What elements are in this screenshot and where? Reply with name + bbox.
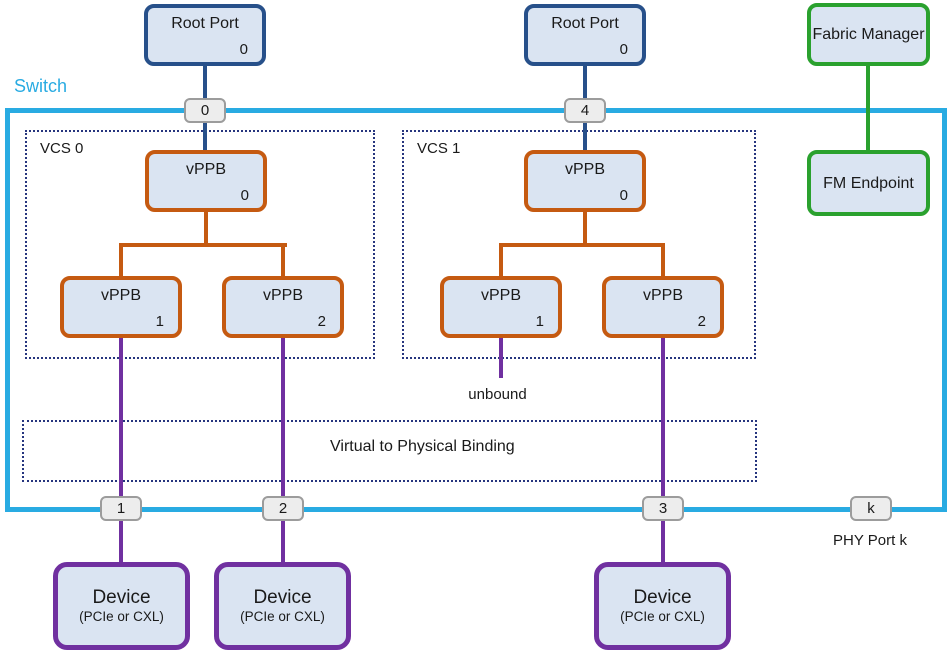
vppb-title: vPPB	[100, 287, 141, 304]
binding-link-unbound	[499, 336, 503, 378]
port-badge-bottom-1: 1	[100, 496, 142, 521]
vppb-tree-stub-vcs1	[583, 210, 587, 247]
device-subtitle: (PCIe or CXL)	[240, 609, 325, 624]
binding-link-port1	[119, 336, 123, 562]
vppb-box-vcs1-0: vPPB 0	[524, 150, 646, 212]
switch-label: Switch	[14, 76, 68, 96]
fabric-manager-label: Fabric Manager	[812, 26, 925, 43]
vcs-0-label: VCS 0	[40, 140, 84, 157]
vppb-box-vcs1-2: vPPB 2	[602, 276, 724, 338]
fm-endpoint-label: FM Endpoint	[823, 174, 914, 192]
vppb-number: 1	[535, 313, 544, 330]
port-badge-bottom-k: k	[850, 496, 892, 521]
vppb-tree-horizontal-vcs1	[499, 243, 665, 247]
vppb-tree-right-vcs1	[661, 243, 665, 278]
port-badge-bottom-3: 3	[642, 496, 684, 521]
port-badge-bottom-2: 2	[262, 496, 304, 521]
fabric-manager-box: Fabric Manager	[807, 3, 930, 66]
vppb-number: 1	[155, 313, 164, 330]
device-box-2: Device (PCIe or CXL)	[214, 562, 351, 650]
device-title: Device	[92, 587, 151, 608]
binding-region-label: Virtual to Physical Binding	[330, 438, 515, 455]
vcs-1-label: VCS 1	[417, 140, 461, 157]
vppb-number: 0	[240, 187, 249, 204]
root-port-box-0: Root Port 0	[144, 4, 266, 66]
vppb-tree-stub-vcs0	[204, 210, 208, 247]
vppb-number: 0	[619, 187, 628, 204]
vcs-1-region: VCS 1	[402, 130, 756, 359]
device-title: Device	[253, 587, 312, 608]
binding-link-port3	[661, 336, 665, 562]
phy-port-label: PHY Port k	[833, 532, 907, 549]
vppb-box-vcs0-1: vPPB 1	[60, 276, 182, 338]
vppb-title: vPPB	[564, 161, 605, 178]
device-subtitle: (PCIe or CXL)	[79, 609, 164, 624]
device-subtitle: (PCIe or CXL)	[620, 609, 705, 624]
vppb-title: vPPB	[185, 161, 226, 178]
vppb-tree-right-vcs0	[281, 243, 285, 278]
root-port-title: Root Port	[551, 15, 619, 32]
root-port-number: 0	[239, 41, 248, 58]
vppb-tree-left-vcs0	[119, 243, 123, 278]
port-badge-top-4: 4	[564, 98, 606, 123]
port-badge-top-0: 0	[184, 98, 226, 123]
vppb-box-vcs0-0: vPPB 0	[145, 150, 267, 212]
vppb-box-vcs0-2: vPPB 2	[222, 276, 344, 338]
vppb-tree-horizontal-vcs0	[119, 243, 287, 247]
device-box-1: Device (PCIe or CXL)	[53, 562, 190, 650]
fm-endpoint-box: FM Endpoint	[807, 150, 930, 216]
vppb-title: vPPB	[262, 287, 303, 304]
vppb-title: vPPB	[642, 287, 683, 304]
vppb-tree-left-vcs1	[499, 243, 503, 278]
root-port-number: 0	[619, 41, 628, 58]
device-box-3: Device (PCIe or CXL)	[594, 562, 731, 650]
vppb-box-vcs1-1: vPPB 1	[440, 276, 562, 338]
device-title: Device	[633, 587, 692, 608]
connector-fabric-manager	[866, 63, 870, 152]
root-port-box-1: Root Port 0	[524, 4, 646, 66]
vppb-number: 2	[697, 313, 706, 330]
binding-link-port2	[281, 336, 285, 562]
vppb-title: vPPB	[480, 287, 521, 304]
binding-region	[22, 420, 757, 482]
vcs-0-region: VCS 0	[25, 130, 375, 359]
switch-boundary	[5, 108, 947, 512]
unbound-label: unbound	[468, 386, 527, 403]
root-port-title: Root Port	[171, 15, 239, 32]
vppb-number: 2	[317, 313, 326, 330]
